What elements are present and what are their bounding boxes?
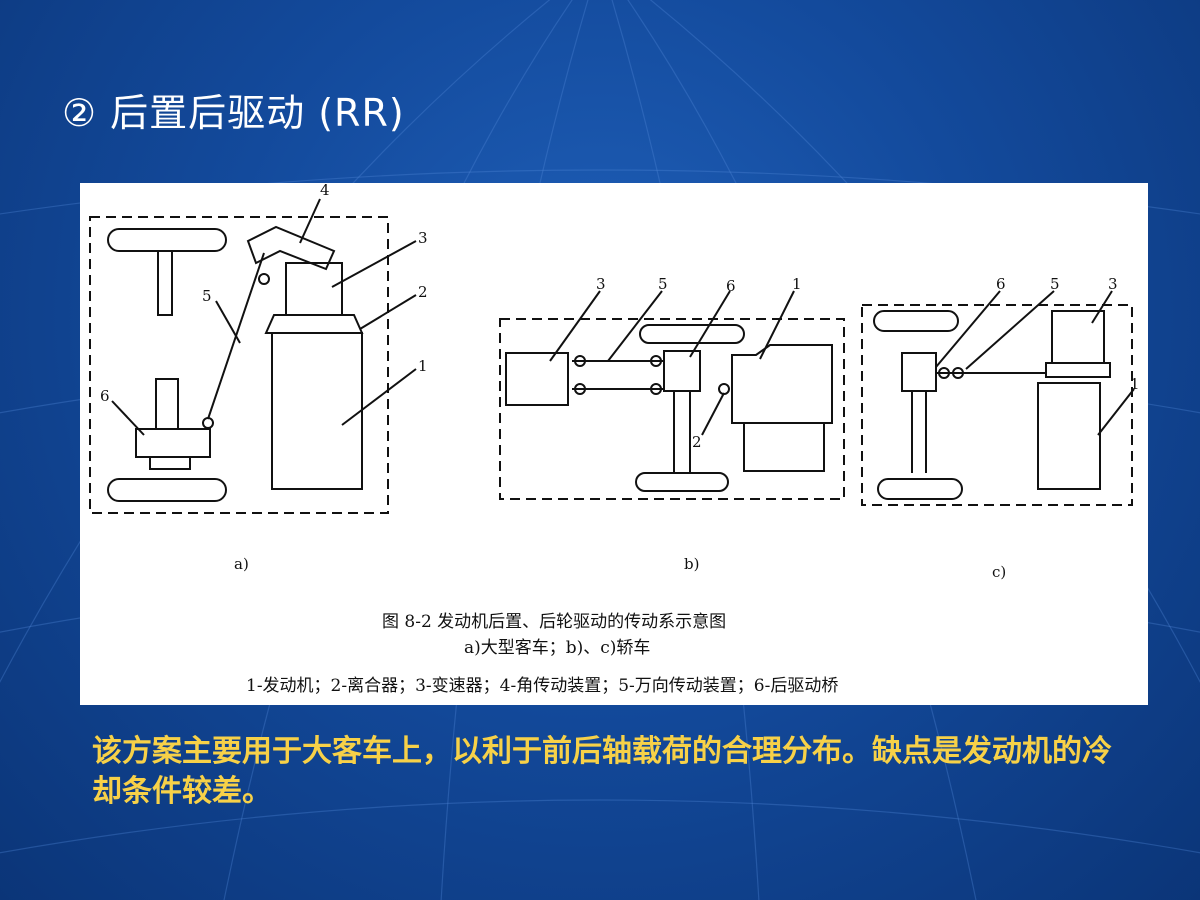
callout-c-6: 6 (996, 275, 1006, 293)
rear-axle-a (107, 478, 227, 502)
leader-4-a (299, 198, 321, 244)
figure-legend: 1-发动机；2-离合器；3-变速器；4-角传动装置；5-万向传动装置；6-后驱动… (246, 676, 838, 696)
panel-label-b: b) (684, 555, 699, 573)
rear-drive-axle-a (135, 428, 211, 458)
axle-housing-a (149, 456, 191, 470)
leader-1-b (759, 290, 795, 360)
figure-panel: 4 3 2 5 1 6 3 5 6 1 2 6 5 3 1 a) b) c) 图… (80, 183, 1148, 705)
callout-b-2: 2 (692, 433, 702, 451)
rear-axle-b (635, 472, 729, 492)
callout-a-6: 6 (100, 387, 110, 405)
callout-a-2: 2 (418, 283, 428, 301)
angle-drive-a (246, 225, 336, 271)
diagram-panel-b (499, 290, 845, 500)
vehicle-outline-c (861, 304, 1133, 506)
clutch-a (264, 314, 364, 334)
callout-b-3: 3 (596, 275, 606, 293)
callout-c-1: 1 (1130, 375, 1140, 393)
transmission-lower-b (743, 422, 825, 472)
leader-5-c (965, 290, 1055, 370)
u-joint-b2 (574, 383, 586, 395)
figure-caption-sub: a)大型客车；b)、c)轿车 (464, 638, 650, 658)
diagram-panel-a (89, 198, 417, 514)
front-axle-a (107, 228, 227, 252)
u-joint-b4 (650, 383, 662, 395)
u-joint-b5 (718, 383, 730, 395)
u-joint-c2 (952, 367, 964, 379)
callout-a-4: 4 (320, 183, 330, 199)
leader-3-a (331, 240, 417, 288)
shafts-b (572, 360, 664, 390)
rear-axle-c (877, 478, 963, 500)
panel-label-a: a) (234, 555, 249, 573)
callout-b-6: 6 (726, 277, 736, 295)
gearbox-b (505, 352, 569, 406)
leader-3-b (549, 290, 601, 362)
leader-2-a (359, 294, 417, 330)
leader-1-a (341, 368, 417, 426)
u-joint-top-a (258, 273, 270, 285)
clutch-c (1045, 362, 1111, 378)
figure-caption-title: 图 8-2 发动机后置、后轮驱动的传动系示意图 (382, 612, 726, 632)
u-joint-b1 (574, 355, 586, 367)
transmission-diagram: 4 3 2 5 1 6 3 5 6 1 2 6 5 3 1 a) b) c) 图… (89, 183, 1140, 696)
leader-6-c (935, 290, 1001, 368)
callout-b-5: 5 (658, 275, 668, 293)
differential-body-a (155, 378, 179, 430)
drive-axle-b (663, 350, 701, 392)
panel-label-c: c) (992, 563, 1006, 581)
callout-c-5: 5 (1050, 275, 1060, 293)
u-joint-bottom-a (202, 417, 214, 429)
callout-a-1: 1 (418, 357, 428, 375)
leader-6-b (689, 290, 731, 358)
leader-2-b (701, 392, 725, 436)
leader-5-b (607, 290, 663, 362)
axle-tube-b (673, 391, 691, 473)
axle-tube-c (911, 391, 927, 473)
callout-b-1: 1 (792, 275, 802, 293)
gearbox-a (285, 262, 343, 316)
engine-c (1037, 382, 1101, 490)
engine-b (731, 344, 833, 424)
leader-1-c (1097, 388, 1135, 436)
callout-c-3: 3 (1108, 275, 1118, 293)
vehicle-outline-a (89, 216, 389, 514)
front-axle-c (873, 310, 959, 332)
leader-6-a (111, 400, 145, 436)
slide-body-text: 该方案主要用于大客车上，以利于前后轴载荷的合理分布。缺点是发动机的冷却条件较差。 (92, 734, 1112, 809)
steering-column-a (157, 251, 173, 316)
vehicle-outline-b (499, 318, 845, 500)
slide-title: ② 后置后驱动 (RR) (62, 91, 405, 135)
leader-3-c (1091, 290, 1113, 324)
callout-a-5: 5 (202, 287, 212, 305)
diagram-panel-c (861, 290, 1135, 506)
u-joint-c1 (938, 367, 950, 379)
gearbox-c (1051, 310, 1105, 364)
drive-axle-c (901, 352, 937, 392)
front-axle-b (639, 324, 745, 344)
engine-a (271, 332, 363, 490)
leader-5-a (215, 300, 241, 344)
u-joint-b3 (650, 355, 662, 367)
callout-a-3: 3 (418, 229, 428, 247)
